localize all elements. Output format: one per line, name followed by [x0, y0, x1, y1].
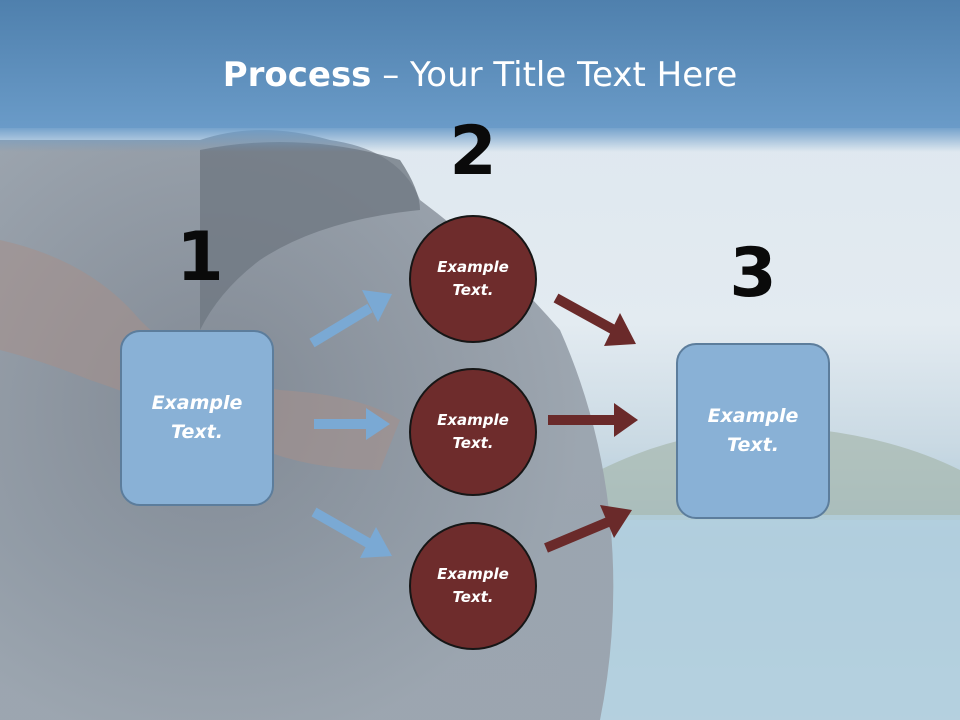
arrow-red-middle [548, 403, 638, 437]
step-number-2: 2 [449, 112, 497, 191]
circle-bottom-line2: Text. [452, 588, 494, 606]
title-rest: – Your Title Text Here [371, 55, 738, 95]
circle-middle-line1: Example [437, 411, 509, 429]
circle-middle-line2: Text. [452, 434, 494, 452]
step-3-text-line2: Text. [727, 434, 779, 456]
arrow-red-down [553, 293, 636, 346]
slide-title: Process – Your Title Text Here [0, 52, 960, 98]
step-3-text-line1: Example [707, 405, 799, 427]
circle-top-line2: Text. [452, 281, 494, 299]
arrow-red-up [544, 505, 632, 553]
step-number-1: 1 [176, 218, 224, 297]
step-1-text-line1: Example [151, 392, 243, 414]
title-bold: Process [222, 55, 372, 95]
step-1-text-line2: Text. [171, 421, 223, 443]
circle-top-line1: Example [437, 258, 509, 276]
circle-bottom-line1: Example [437, 565, 509, 583]
arrow-blue-up [309, 290, 392, 348]
arrow-blue-down [311, 507, 392, 558]
step-number-3: 3 [729, 234, 777, 313]
arrow-blue-middle [314, 408, 390, 440]
